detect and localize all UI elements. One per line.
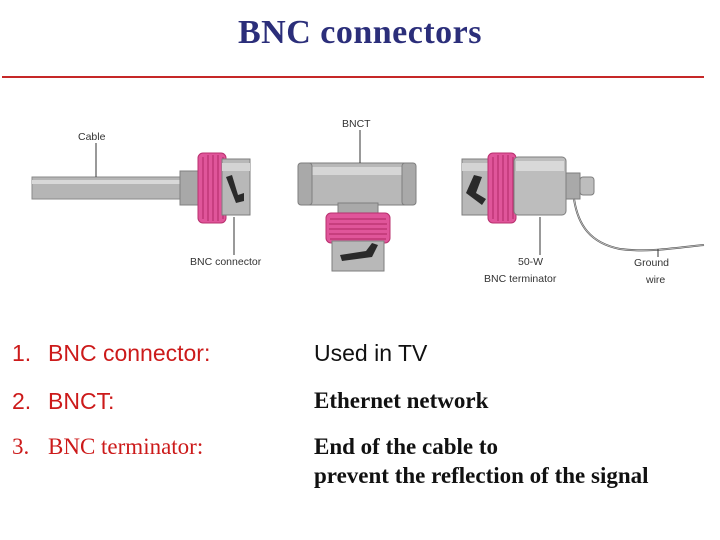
label-bnc-connector: BNC connector (190, 256, 262, 268)
row-description-line: Ethernet network (314, 388, 489, 413)
terminator-slot (466, 175, 486, 205)
row-number: 1. (12, 340, 32, 366)
row-description-line: End of the cable to (314, 434, 498, 459)
slide-title: BNC connectors (237, 14, 483, 51)
row-number: 2. (12, 388, 32, 414)
label-cable: Cable (78, 131, 106, 143)
row-description-line: prevent the reflection of the signal (314, 463, 649, 488)
row-description: End of the cable to prevent the reflecti… (314, 432, 649, 490)
row-term: BNCT: (48, 388, 115, 414)
row-description-line: Used in TV (314, 340, 428, 366)
label-wire: wire (645, 274, 665, 286)
label-bnc-t: BNCT (342, 118, 371, 130)
bnc-terminator-illustration: 50-W BNC terminator Ground wire (461, 152, 705, 286)
title-divider (2, 76, 704, 78)
label-terminator: BNC terminator (484, 273, 557, 285)
terminator-collar (487, 152, 517, 224)
row-term: BNC terminator: (48, 434, 204, 459)
row-description: Used in TV (314, 340, 427, 367)
terminator-knob (579, 176, 595, 196)
row-number: 3. (12, 434, 30, 459)
cable-highlight (32, 180, 208, 184)
ground-wire (573, 198, 705, 252)
bnc-connector-illustration: Cable BNC connector (31, 131, 262, 268)
bnc-diagram: Cable BNC connector BNCT (31, 118, 705, 286)
bayonet-slot (226, 175, 244, 203)
row-description: Ethernet network (314, 386, 488, 415)
terminator-cap (565, 172, 581, 200)
label-ground: Ground (634, 257, 669, 269)
row-term: BNC connector: (48, 340, 211, 366)
bnc-t-illustration: BNCT (297, 118, 417, 272)
label-terminator-value: 50-W (518, 256, 543, 268)
t-bayonet-slot (340, 243, 378, 261)
